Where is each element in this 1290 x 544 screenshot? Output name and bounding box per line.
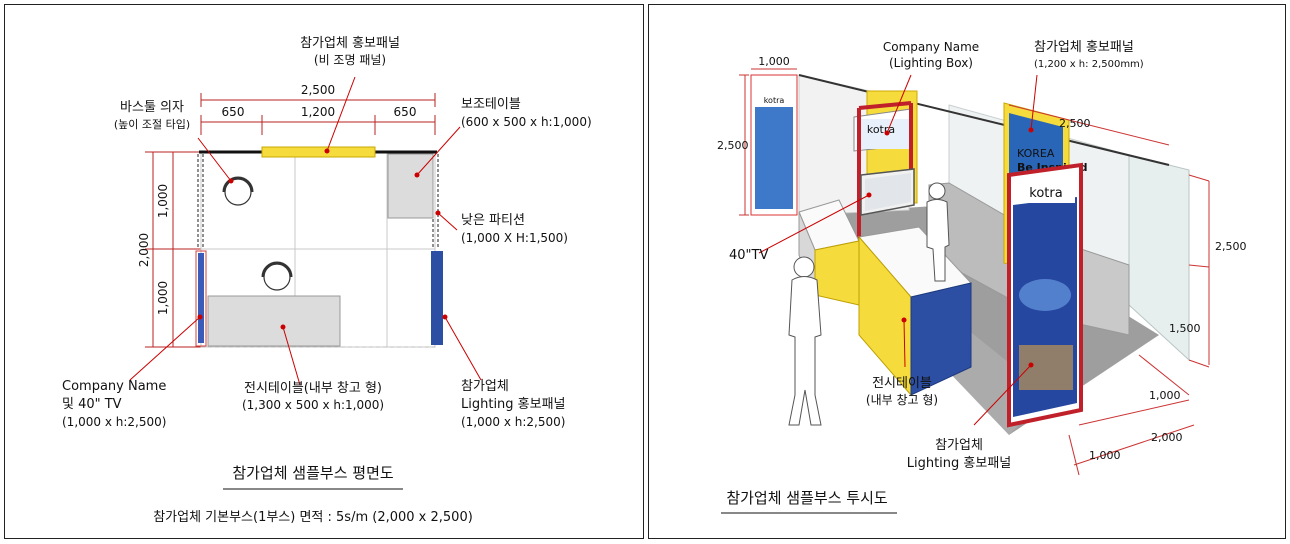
dim-depth-c: 2,000 <box>1151 431 1183 444</box>
floor-plan-svg: 2,500 650 1,200 650 2,000 1,000 1,000 <box>62 36 592 525</box>
perspective-dimensions <box>739 68 1210 476</box>
perspective-title: 참가업체 샘플부스 투시도 <box>726 489 888 507</box>
lighting-panel-label-line1: 참가업체 <box>461 379 509 394</box>
side-table-label-line1: 보조테이블 <box>461 97 521 112</box>
lighting-panel-label-line2: Lighting 홍보패널 <box>461 397 566 412</box>
panel-brand: kotra <box>1029 186 1062 201</box>
lighting-panel-label-line3: (1,000 x h:2,500) <box>461 415 565 429</box>
perspective-panel: kotra kotra <box>648 4 1286 539</box>
top-rail <box>798 74 1170 166</box>
display-table-label-persp-line1: 전시테이블 <box>872 376 932 391</box>
display-table-plan <box>207 295 341 347</box>
company-panel-plan <box>198 253 204 343</box>
lighting-panel-label-persp-line1: 참가업체 <box>935 438 983 453</box>
dim-panel-width: 1,000 <box>758 55 790 68</box>
plan-depth-dimension <box>145 151 201 348</box>
lightbox-brand: kotra <box>867 123 895 136</box>
banner-brand: kotra <box>764 96 785 105</box>
tv-screen <box>860 168 915 216</box>
display-table-label-line2: (1,300 x 500 x h:1,000) <box>242 398 384 412</box>
display-table-label-line1: 전시테이블(내부 창고 형) <box>244 381 382 396</box>
perspective-callouts <box>758 74 1038 426</box>
lighting-promo-panel: kotra <box>1007 162 1083 428</box>
lighting-panel-plan <box>431 251 443 345</box>
company-tv-label-line1: Company Name <box>62 379 166 394</box>
top-panel-label-line1-persp: 참가업체 홍보패널 <box>1034 40 1134 55</box>
partition-label-line2: (1,000 X H:1,500) <box>461 231 568 245</box>
top-panel-plan <box>261 146 376 158</box>
plan-width-dimension <box>200 93 436 135</box>
plan-subtitle: 참가업체 기본부스(1부스) 면적 : 5s/m (2,000 x 2,500) <box>153 510 473 525</box>
top-panel-label-line2-persp: (1,200 x h: 2,500mm) <box>1034 59 1144 70</box>
company-tv-label-line3: (1,000 x h:2,500) <box>62 415 166 429</box>
dim-booth-width: 2,500 <box>1059 117 1091 130</box>
side-table-plan <box>387 153 434 219</box>
stool-1 <box>222 176 254 206</box>
background-banner: kotra <box>750 74 798 216</box>
dim-depth-a: 1,000 <box>1149 389 1181 402</box>
stool-2 <box>261 261 293 291</box>
perspective-callout-dots <box>866 127 1034 368</box>
dim-center-width: 1,200 <box>301 105 335 119</box>
tv-label: 40"TV <box>729 248 768 263</box>
stool-label-line1: 바스툴 의자 <box>120 100 184 115</box>
display-table-persp <box>798 199 972 397</box>
stool-label-line2: (높이 조절 타입) <box>114 118 190 131</box>
display-table-label-persp-line2: (내부 창고 형) <box>866 393 938 407</box>
plan-callouts <box>129 76 482 386</box>
side-table-label-line2: (600 x 500 x h:1,000) <box>461 115 592 129</box>
dim-partition-height: 1,500 <box>1169 322 1201 335</box>
floor-plan-panel: 2,500 650 1,200 650 2,000 1,000 1,000 <box>4 4 644 539</box>
plan-callout-dots <box>197 148 448 330</box>
dim-depth-lower: 1,000 <box>156 281 170 315</box>
company-tv-label-line2: 및 40" TV <box>62 397 122 412</box>
dim-left-width: 650 <box>222 105 245 119</box>
dim-panel-height: 2,500 <box>717 139 749 152</box>
lighting-panel-label-persp-line2: Lighting 홍보패널 <box>907 456 1012 471</box>
plan-title: 참가업체 샘플부스 평면도 <box>232 464 394 482</box>
poster-korea: KOREA <box>1017 147 1055 160</box>
top-panel-label-line2: (비 조명 패널) <box>314 53 386 67</box>
perspective-svg: kotra kotra <box>717 40 1247 514</box>
dim-total-width: 2,500 <box>301 83 335 97</box>
dim-depth-upper: 1,000 <box>156 184 170 218</box>
top-panel-label-line1: 참가업체 홍보패널 <box>300 36 400 51</box>
person-front <box>788 256 822 426</box>
dim-booth-height: 2,500 <box>1215 240 1247 253</box>
dim-right-width: 650 <box>394 105 417 119</box>
person-back <box>926 182 950 282</box>
company-panel-outline <box>195 250 207 347</box>
dim-depth-b: 1,000 <box>1089 449 1121 462</box>
company-box-label-line1: Company Name <box>883 40 979 54</box>
partition-label-line1: 낮은 파티션 <box>461 213 525 228</box>
company-box-label-line2: (Lighting Box) <box>889 56 973 70</box>
dim-total-depth: 2,000 <box>137 233 151 267</box>
